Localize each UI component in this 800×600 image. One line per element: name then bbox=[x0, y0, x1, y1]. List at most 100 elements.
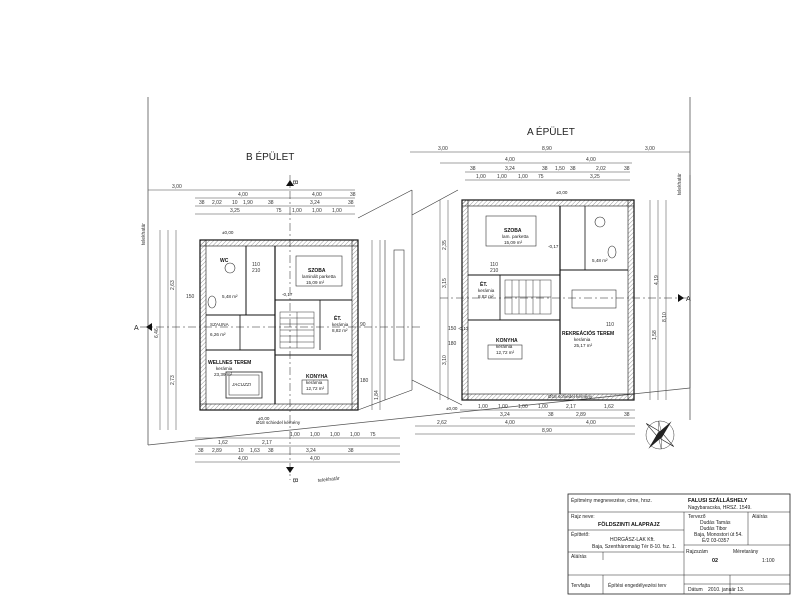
b-konyha-floor: kerámia bbox=[306, 380, 323, 385]
opening-110-a2: 110 bbox=[606, 322, 614, 328]
dim-b-row2-3: 1,90 bbox=[243, 200, 253, 206]
tb-rajzszam: 02 bbox=[712, 558, 718, 564]
dim-a-row3-5: 2,02 bbox=[596, 166, 606, 172]
b-jacuzzi-inner bbox=[228, 374, 260, 396]
dim-a-row3-6: 38 bbox=[624, 166, 630, 172]
dim-b-row2-0: 38 bbox=[199, 200, 205, 206]
tb-tervezo-3: Baja, Monostori út 54. bbox=[694, 532, 743, 538]
dim-a-top-2: 3,00 bbox=[645, 146, 655, 152]
dim-b-row3-2: 1,00 bbox=[292, 208, 302, 214]
opening-210-b1: 210 bbox=[252, 268, 261, 274]
a-toilet-icon bbox=[607, 245, 617, 259]
dimension-lines-vertical bbox=[159, 200, 667, 430]
a-level-minus17: -0,17 bbox=[548, 244, 559, 249]
b-et-label: ÉT. bbox=[334, 314, 342, 322]
dim-b-top-3: 38 bbox=[350, 192, 356, 198]
dim-b-row3-4: 1,00 bbox=[332, 208, 342, 214]
dim-b-row3-3: 1,00 bbox=[312, 208, 322, 214]
tb-meretarany-label: Méretarány bbox=[733, 549, 759, 555]
b-section-b-top: B bbox=[291, 180, 298, 185]
tb-alairas-label: Aláírás bbox=[752, 514, 768, 520]
section-a-left: A bbox=[134, 325, 139, 332]
b-section-marks: B B A bbox=[134, 175, 420, 483]
dim-b-top-2: 4,00 bbox=[312, 192, 322, 198]
b-jacuzzi-label: JACUZZI bbox=[231, 382, 252, 387]
dim-b-row2-5: 3,24 bbox=[310, 200, 320, 206]
tb-tervfajta-label: Tervfajta bbox=[571, 583, 590, 589]
a-konyha-label: KONYHA bbox=[496, 338, 518, 344]
dim-b-bottom-1: 2,17 bbox=[262, 440, 272, 446]
b-dining-table bbox=[301, 379, 329, 395]
b-wellness-label: WELLNES TEREM bbox=[208, 360, 251, 366]
dim-b-bottom2-1: 2,89 bbox=[212, 448, 222, 454]
dim-a-bottom2-1: 38 bbox=[548, 412, 554, 418]
a-section-marks: A bbox=[440, 294, 691, 303]
a-konyha-area: 12,72 m² bbox=[496, 350, 515, 355]
opening-90-b: 90 bbox=[360, 322, 366, 328]
b-level-zero-bottom: ±0,00 bbox=[258, 416, 270, 421]
boundary-label-left: telekhatár bbox=[141, 223, 147, 245]
a-szoba-floor: lam. parketta bbox=[502, 234, 529, 239]
a-pool-table bbox=[571, 289, 617, 309]
a-rekreacios-area: 25,17 m² bbox=[574, 343, 593, 348]
dim-b-bottom-4: 1,00 bbox=[330, 432, 340, 438]
a-rekreacios-floor: kerámia bbox=[574, 337, 591, 342]
a-szoba-label: SZOBA bbox=[504, 228, 522, 234]
dim-b-row3-0: 3,25 bbox=[230, 208, 240, 214]
dim-b-top-0: 3,00 bbox=[172, 184, 182, 190]
b-bed bbox=[295, 255, 343, 287]
b-wc-label: WC bbox=[220, 258, 229, 264]
a-dining-table bbox=[487, 344, 523, 360]
dim-b-bottom-2: 1,00 bbox=[290, 432, 300, 438]
dim-a-row4-0: 1,00 bbox=[476, 174, 486, 180]
b-szauna-label: SZAUNA bbox=[210, 322, 230, 327]
boundary-label-right: telekhatár bbox=[677, 173, 683, 195]
tb-tervezo-4: É/2 03-0357 bbox=[702, 537, 729, 544]
dim-b-row2-1: 2,02 bbox=[212, 200, 222, 206]
dim-b-top-1: 4,00 bbox=[238, 192, 248, 198]
dim-a-row2-0: 4,00 bbox=[505, 157, 515, 163]
dim-a-bottom4-0: 8,90 bbox=[542, 428, 552, 434]
a-wc-area: 5,48 m² bbox=[592, 258, 608, 263]
dimension-lines-top bbox=[148, 151, 690, 463]
opening-210-a1: 210 bbox=[490, 268, 499, 274]
dim-b-bottom-6: 75 bbox=[370, 432, 376, 438]
b-szoba-area: 15,09 m² bbox=[306, 280, 325, 285]
dim-b-bottom-0: 1,62 bbox=[218, 440, 228, 446]
b-et-floor: kerámia bbox=[332, 322, 349, 327]
dim-a-bottom-4: 2,17 bbox=[566, 404, 576, 410]
b-building-walls bbox=[199, 239, 359, 411]
section-a-right: A bbox=[686, 296, 691, 303]
dim-b-row2-4: 38 bbox=[268, 200, 274, 206]
a-stairs bbox=[504, 279, 552, 315]
tb-epittet-2: Baja, Szentháromság Tér 8-10. fsz. 1. bbox=[592, 544, 676, 550]
dim-vert-6: 1,58 bbox=[652, 330, 658, 340]
a-szoba-area: 15,09 m² bbox=[504, 240, 523, 245]
b-jacuzzi-tub bbox=[225, 371, 263, 399]
dim-a-row3-0: 38 bbox=[470, 166, 476, 172]
dim-a-bottom3-1: 4,00 bbox=[505, 420, 515, 426]
b-level-zero: ±0,00 bbox=[222, 230, 234, 235]
tb-datum-label: Dátum bbox=[688, 587, 703, 593]
property-boundary bbox=[147, 97, 691, 446]
dim-a-bottom-0: 1,00 bbox=[478, 404, 488, 410]
dim-vert-8: 3,10 bbox=[442, 355, 448, 365]
opening-180-b: 180 bbox=[360, 378, 369, 384]
b-wc-area: 5,48 m² bbox=[222, 294, 238, 299]
opening-180-a: 180 bbox=[448, 341, 457, 347]
dim-a-row4-4: 3,25 bbox=[590, 174, 600, 180]
dim-a-top-1: 8,90 bbox=[542, 146, 552, 152]
dim-a-bottom-1: 1,00 bbox=[498, 404, 508, 410]
dim-vert-0: 6,46 bbox=[154, 328, 160, 338]
dim-vert-3: 2,63 bbox=[170, 280, 176, 290]
a-building-title: A ÉPÜLET bbox=[527, 125, 575, 138]
b-szauna-area: 6,26 m² bbox=[210, 332, 226, 337]
dim-a-row3-2: 38 bbox=[542, 166, 548, 172]
a-konyha-floor: kerámia bbox=[496, 344, 513, 349]
b-szoba-floor: laminált parketta bbox=[302, 274, 336, 279]
dim-vert-1: 8,10 bbox=[662, 312, 668, 322]
dim-b-bottom3-0: 4,00 bbox=[238, 456, 248, 462]
b-sink-icon bbox=[224, 262, 236, 274]
tb-rajz-label: Rajz neve: bbox=[571, 514, 595, 520]
